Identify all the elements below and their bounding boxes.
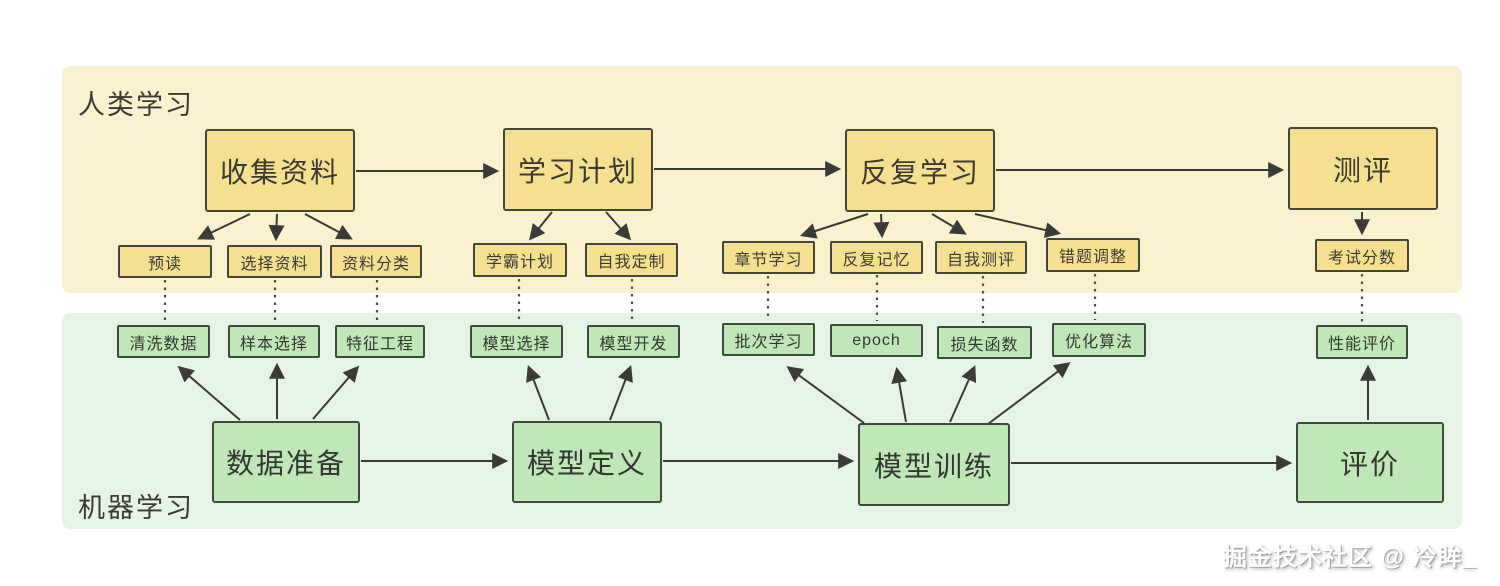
- model-definition-node: 模型定义: [512, 421, 662, 503]
- assessment-node: 测评: [1288, 127, 1438, 210]
- self-customized-node: 自我定制: [585, 243, 678, 277]
- collect-materials-node: 收集资料: [205, 129, 355, 212]
- evaluation-node: 评价: [1296, 422, 1444, 503]
- mistake-adjustment-node: 错题调整: [1046, 238, 1140, 272]
- human-learning-section-label: 人类学习: [78, 90, 194, 120]
- sample-selection-node: 样本选择: [228, 325, 320, 358]
- study-plan-node: 学习计划: [503, 128, 653, 211]
- repeat-memory-node: 反复记忆: [830, 241, 923, 274]
- feature-engineering-node: 特征工程: [335, 325, 425, 358]
- juejin-watermark: 掘金技术社区 @ 冷眸_: [1222, 544, 1477, 571]
- model-training-node: 模型训练: [858, 423, 1010, 506]
- select-materials-node: 选择资料: [227, 245, 322, 278]
- batch-learning-node: 批次学习: [722, 323, 815, 356]
- epoch-node: epoch: [830, 324, 923, 357]
- exam-score-node: 考试分数: [1315, 239, 1409, 272]
- self-test-node: 自我测评: [935, 241, 1027, 274]
- performance-evaluation-node: 性能评价: [1316, 325, 1408, 359]
- model-selection-node: 模型选择: [470, 325, 563, 358]
- repeated-learning-node: 反复学习: [845, 129, 995, 212]
- preview-node: 预读: [118, 245, 212, 278]
- loss-function-node: 损失函数: [937, 326, 1032, 359]
- model-development-node: 模型开发: [587, 325, 680, 358]
- chapter-learning-node: 章节学习: [722, 241, 815, 274]
- data-preparation-node: 数据准备: [212, 421, 360, 503]
- machine-learning-section-label: 机器学习: [78, 493, 194, 523]
- classify-materials-node: 资料分类: [330, 245, 422, 278]
- optimization-algorithm-node: 优化算法: [1052, 323, 1146, 357]
- top-student-plan-node: 学霸计划: [473, 243, 567, 277]
- data-cleaning-node: 清洗数据: [117, 325, 210, 358]
